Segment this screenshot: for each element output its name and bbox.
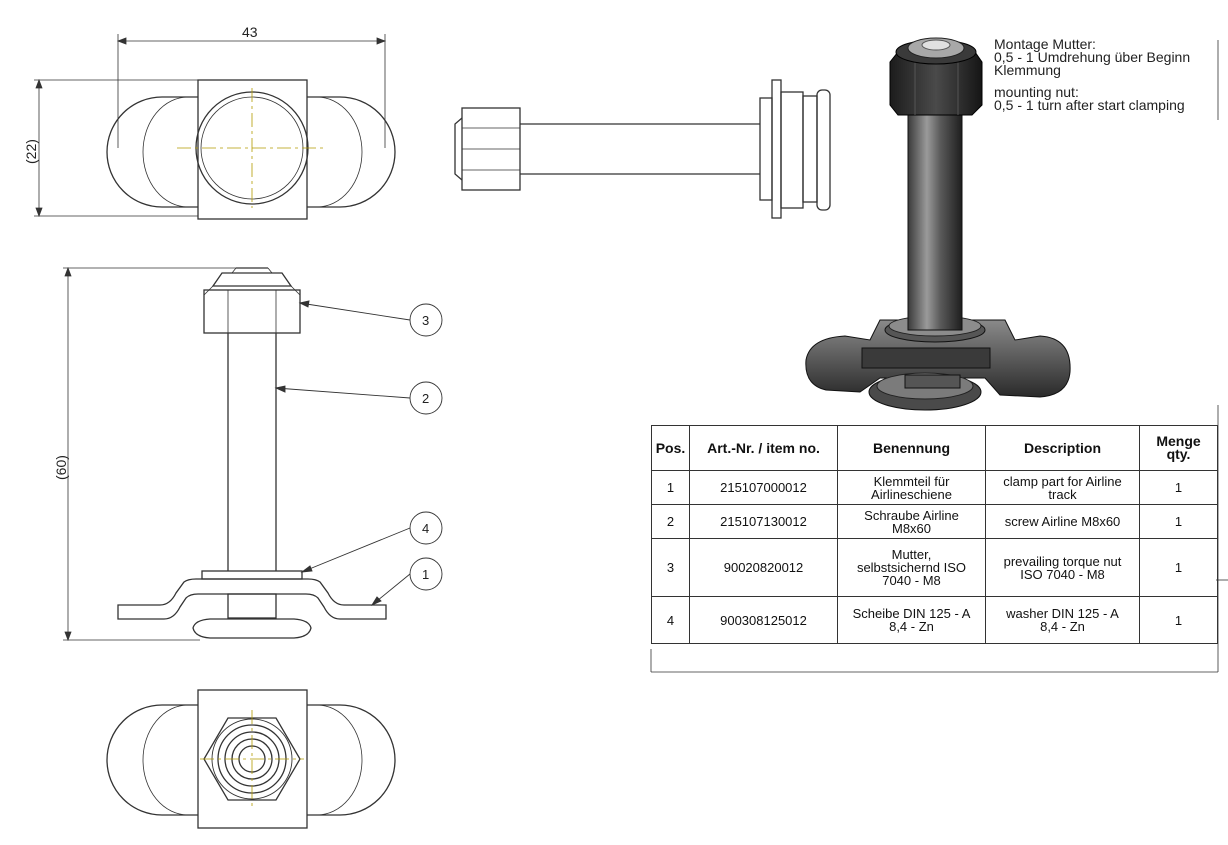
cell-qty: 1 — [1139, 538, 1218, 597]
front-view — [117, 267, 387, 639]
cell-benennung-line: 8,4 - Zn — [889, 619, 934, 634]
cell-benennung-line: selbstsichernd ISO — [856, 560, 967, 575]
balloon-1: 1 — [422, 567, 429, 582]
cell-description-line: clamp part for Airline — [1003, 473, 1122, 489]
cell-art: 215107000012 — [689, 470, 838, 505]
dimension-22-label: (22) — [23, 139, 39, 164]
note-de-line3: Klemmung — [994, 62, 1061, 78]
bill-of-materials-table: Pos. Art.-Nr. / item no. Benennung Descr… — [651, 425, 1218, 644]
cell-benennung-line: Mutter, — [891, 547, 932, 562]
cell-pos: 3 — [651, 538, 690, 597]
side-view-horizontal — [454, 79, 831, 219]
header-menge-de: Menge — [1156, 433, 1201, 449]
cell-benennung-line: Klemmteil für — [873, 473, 950, 489]
note-de-line1: Montage Mutter: — [994, 36, 1096, 52]
header-pos: Pos. — [651, 425, 690, 471]
header-art: Art.-Nr. / item no. — [689, 425, 838, 471]
note-en-line2: 0,5 - 1 turn after start clamping — [994, 97, 1185, 113]
cell-benennung-line: Scheibe DIN 125 - A — [852, 606, 971, 621]
cell-qty: 1 — [1139, 470, 1218, 505]
top-view — [106, 79, 396, 220]
dimension-60 — [63, 266, 236, 642]
cell-pos: 1 — [651, 470, 690, 505]
cell-pos: 2 — [651, 504, 690, 539]
cell-art: 90020820012 — [689, 538, 838, 597]
balloon-4: 4 — [422, 521, 429, 536]
cell-description-line: prevailing torque nut — [1003, 553, 1122, 569]
cell-qty: 1 — [1139, 596, 1218, 644]
dimension-60-label: (60) — [53, 455, 69, 480]
cell-benennung-line: M8x60 — [891, 520, 932, 536]
cell-art: 215107130012 — [689, 504, 838, 539]
cell-description-line: track — [1048, 486, 1077, 502]
cell-description-line: ISO 7040 - M8 — [1020, 566, 1105, 582]
note-en-line1: mounting nut: — [994, 84, 1079, 100]
table-header-row: Pos. Art.-Nr. / item no. Benennung Descr… — [651, 425, 1218, 471]
cell-qty: 1 — [1139, 504, 1218, 539]
header-benennung: Benennung — [837, 425, 986, 471]
header-menge-en: qty. — [1166, 446, 1191, 462]
assembly-note: Montage Mutter: 0,5 - 1 Umdrehung über B… — [994, 36, 1191, 113]
balloon-2: 2 — [422, 391, 429, 406]
cell-benennung-line: Airlineschiene — [871, 486, 952, 502]
cell-benennung-line: 7040 - M8 — [882, 573, 941, 588]
cell-description-line: 8,4 - Zn — [1040, 619, 1085, 634]
3d-render — [805, 37, 1071, 411]
cell-benennung-line: Schraube Airline — [864, 507, 959, 523]
cell-description-line: washer DIN 125 - A — [1006, 606, 1119, 621]
bottom-view — [106, 689, 396, 829]
header-menge: Menge qty. — [1139, 425, 1218, 471]
dimension-22 — [34, 78, 198, 218]
cell-art: 900308125012 — [689, 596, 838, 644]
note-de-line2: 0,5 - 1 Umdrehung über Beginn — [994, 49, 1191, 65]
cell-description: screw Airline M8x60 — [985, 504, 1140, 539]
header-description: Description — [985, 425, 1140, 471]
cell-pos: 4 — [651, 596, 690, 644]
balloon-leaders — [274, 300, 443, 607]
dimension-43-label: 43 — [242, 24, 258, 40]
balloon-3: 3 — [422, 313, 429, 328]
cell-description-line: screw Airline M8x60 — [1004, 514, 1121, 529]
dimension-43 — [116, 34, 387, 148]
